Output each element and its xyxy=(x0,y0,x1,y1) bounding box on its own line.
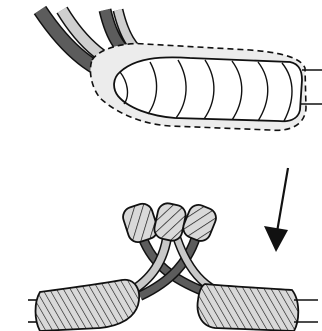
arrow-shaft xyxy=(277,168,288,232)
sleeve-right xyxy=(198,284,318,331)
direction-arrow xyxy=(264,168,288,252)
cap-left xyxy=(120,201,160,245)
sleeve-left xyxy=(28,280,139,331)
sleeve-left-body xyxy=(36,280,140,331)
sleeve-right-body xyxy=(198,284,299,331)
bottom-panel xyxy=(28,201,318,331)
arrow-head xyxy=(264,226,288,252)
top-panel xyxy=(40,10,322,130)
wire-caps xyxy=(120,201,218,245)
cap-right xyxy=(180,202,219,244)
cap-middle xyxy=(153,201,188,242)
coil-wrap xyxy=(114,57,302,121)
